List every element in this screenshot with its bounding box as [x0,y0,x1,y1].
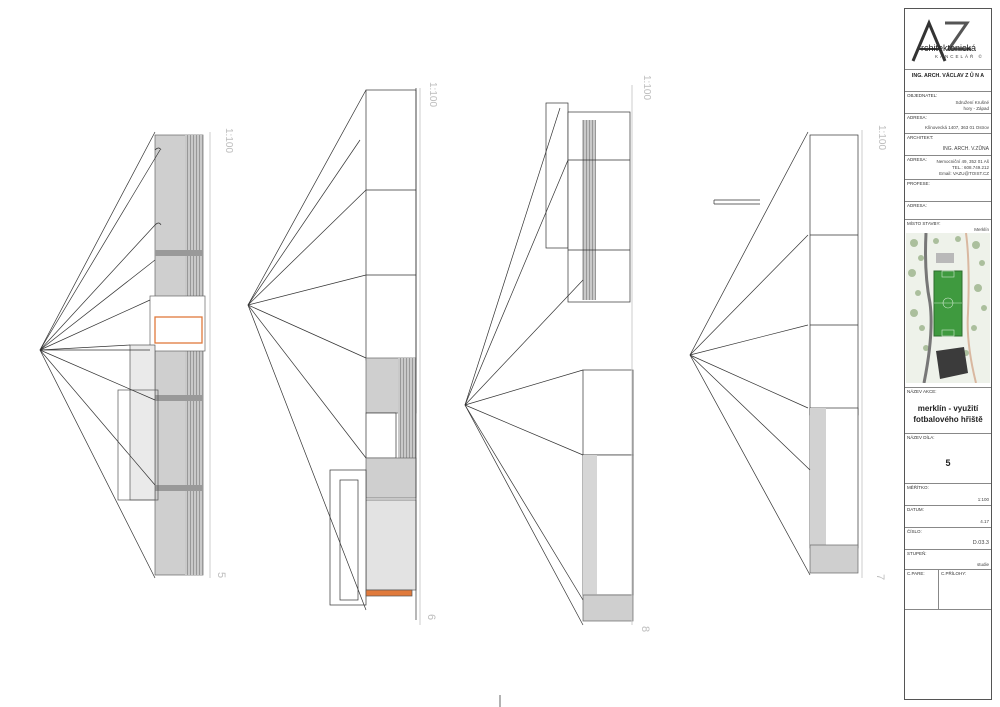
scale-label-7: 1:100 [876,125,887,150]
drawn-label: C.PARE: [907,571,925,576]
architect-value: ING. ARCH. V.ZŮNA [942,146,989,152]
drawing-row: NÁZEV DÍLA: 5 [905,433,991,483]
date-row: DATUM: 4.17 [905,505,991,527]
investor-address-label: ADRESA: [907,115,927,120]
architect-heading: ING. ARCH. VÁCLAV Z Ů N A [911,73,985,79]
scale-label-6: 1:100 [427,82,438,107]
project-title-2: fotbalového hřiště [913,415,983,424]
stage-label: STUPEŇ: [907,551,927,556]
title-block: rchitektonická KANCELÁŘ © ING. ARCH. VÁC… [904,8,992,700]
logo-subtitle: KANCELÁŘ © [935,54,984,59]
investor-row: OBJEDNATEL: Sdružení Krušné hory - Západ [905,91,991,113]
attachment-row: C.PARE: C.PŘÍLOHY: [905,569,991,610]
project-title-1: merklín - využití [917,404,979,413]
sheet-number-row: ČÍSLO: D.03.3 [905,527,991,549]
project-row: NÁZEV AKCE: merklín - využití fotbalovéh… [905,387,991,433]
date-label: DATUM: [907,507,924,512]
drawing-label: NÁZEV DÍLA: [907,435,935,440]
elevation-number-7: 7 [874,574,886,580]
attachment-label: C.PŘÍLOHY: [941,571,967,576]
bottom-divider [905,609,991,610]
profession-label: PROFESE: [907,181,930,186]
scale-label-8: 1:100 [641,75,652,100]
architect-address-3: Email: VAZU@TOIST.CZ [939,171,989,176]
elevation-5 [39,131,211,579]
profession-row: PROFESE: [905,179,991,201]
architect-address-row: ADRESA: Nemocniční 49, 352 01 Aš TEL.: 6… [905,155,991,179]
scale-value: 1:100 [977,497,989,502]
investor-value-2: hory - Západ [963,106,989,111]
elevation-6 [247,88,421,625]
investor-value-1: Sdružení Krušné [955,100,989,105]
drawing-number: 5 [945,458,951,468]
date-value: 4.17 [980,519,989,524]
stage-row: STUPEŇ: studie [905,549,991,569]
architect-label: ARCHITEKT: [907,135,934,140]
site-value: Merklín [974,227,989,232]
elevation-number-5: 5 [215,572,227,578]
site-label: MÍSTO STAVBY: [907,221,941,226]
profession-address-label: ADRESA: [907,203,927,208]
stage-value: studie [976,562,989,567]
architect-address-2: TEL.: 608.749.212 [951,165,989,170]
copyright-mark: © [978,54,984,59]
elevation-number-8: 8 [639,626,651,632]
scale-label: MĚŘÍTKO: [907,485,929,490]
architect-address-label: ADRESA: [907,157,927,162]
site-row: MÍSTO STAVBY: Merklín [905,219,991,387]
architect-row: ARCHITEKT: ING. ARCH. V.ZŮNA [905,133,991,155]
sheet-number-label: ČÍSLO: [907,529,922,534]
profession-address-row: ADRESA: [905,201,991,219]
investor-address-row: ADRESA: Klínovecká 1407, 363 01 Ostrov [905,113,991,133]
scale-label-5: 1:100 [223,128,234,153]
sheet-number-value: D.03.3 [972,540,989,546]
investor-address-value: Klínovecká 1407, 363 01 Ostrov [924,125,989,130]
scale-row: MĚŘÍTKO: 1:100 [905,483,991,505]
elevation-number-6: 6 [425,614,437,620]
logo-company-name: rchitektonická [921,43,977,53]
az-logo-icon [911,19,971,62]
site-location-map [906,233,990,383]
company-logo: rchitektonická KANCELÁŘ © [905,9,991,69]
attachment-divider [938,570,939,610]
architect-heading-row: ING. ARCH. VÁCLAV Z Ů N A [905,69,991,91]
investor-label: OBJEDNATEL: [907,93,938,98]
architect-address-1: Nemocniční 49, 352 01 Aš [936,159,989,164]
elevation-8 [464,85,634,626]
project-label: NÁZEV AKCE: [907,389,937,394]
elevation-7 [689,130,863,578]
